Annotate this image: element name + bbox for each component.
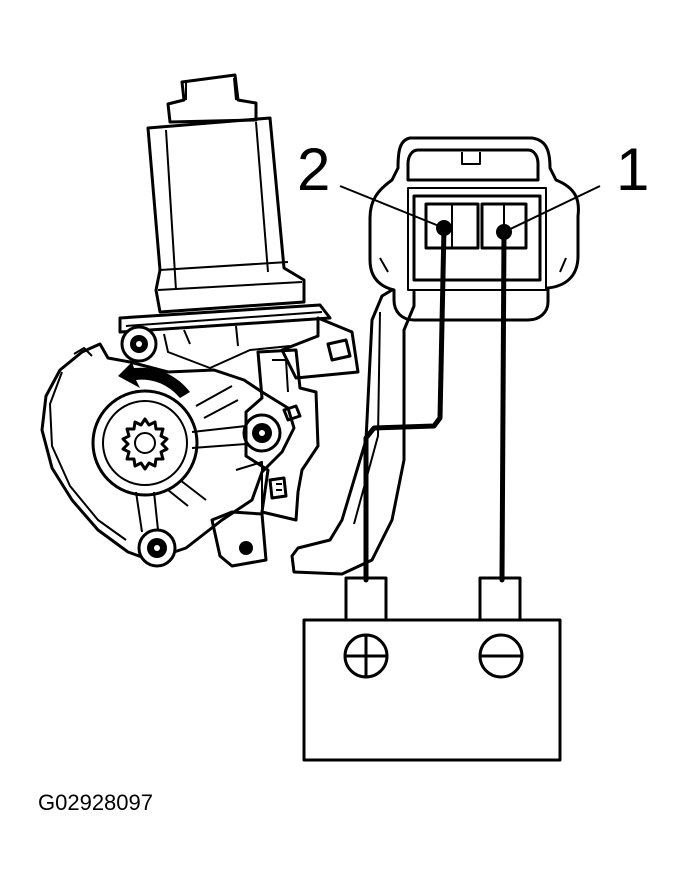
pin-2-leader [339, 185, 445, 229]
counterclockwise-arrow-icon [118, 362, 190, 398]
gear-housing [40, 342, 296, 562]
plus-icon [343, 633, 389, 679]
test-wire-pin-1 [499, 229, 507, 583]
motor-body [146, 116, 306, 314]
minus-icon [478, 633, 524, 679]
motor-cap [166, 73, 258, 124]
motor-connector [368, 136, 580, 322]
gear-hub [91, 389, 199, 497]
housing-ribs [135, 385, 247, 533]
figure-code: G02928097 [38, 790, 153, 815]
pin-2-label: 2 [297, 136, 330, 203]
battery [302, 576, 562, 762]
harness-duct [290, 288, 416, 576]
bolt-bottom [137, 528, 177, 568]
bolt-center [242, 413, 282, 453]
power-window-motor [40, 73, 416, 576]
lower-mount-plate [210, 461, 268, 568]
pin-1-label: 1 [616, 136, 649, 203]
pin-1-leader [503, 185, 601, 233]
side-bracket [244, 348, 320, 522]
bolt-top-left [120, 325, 158, 363]
mounting-bracket [118, 303, 360, 380]
test-wire-pin-2 [363, 225, 447, 583]
